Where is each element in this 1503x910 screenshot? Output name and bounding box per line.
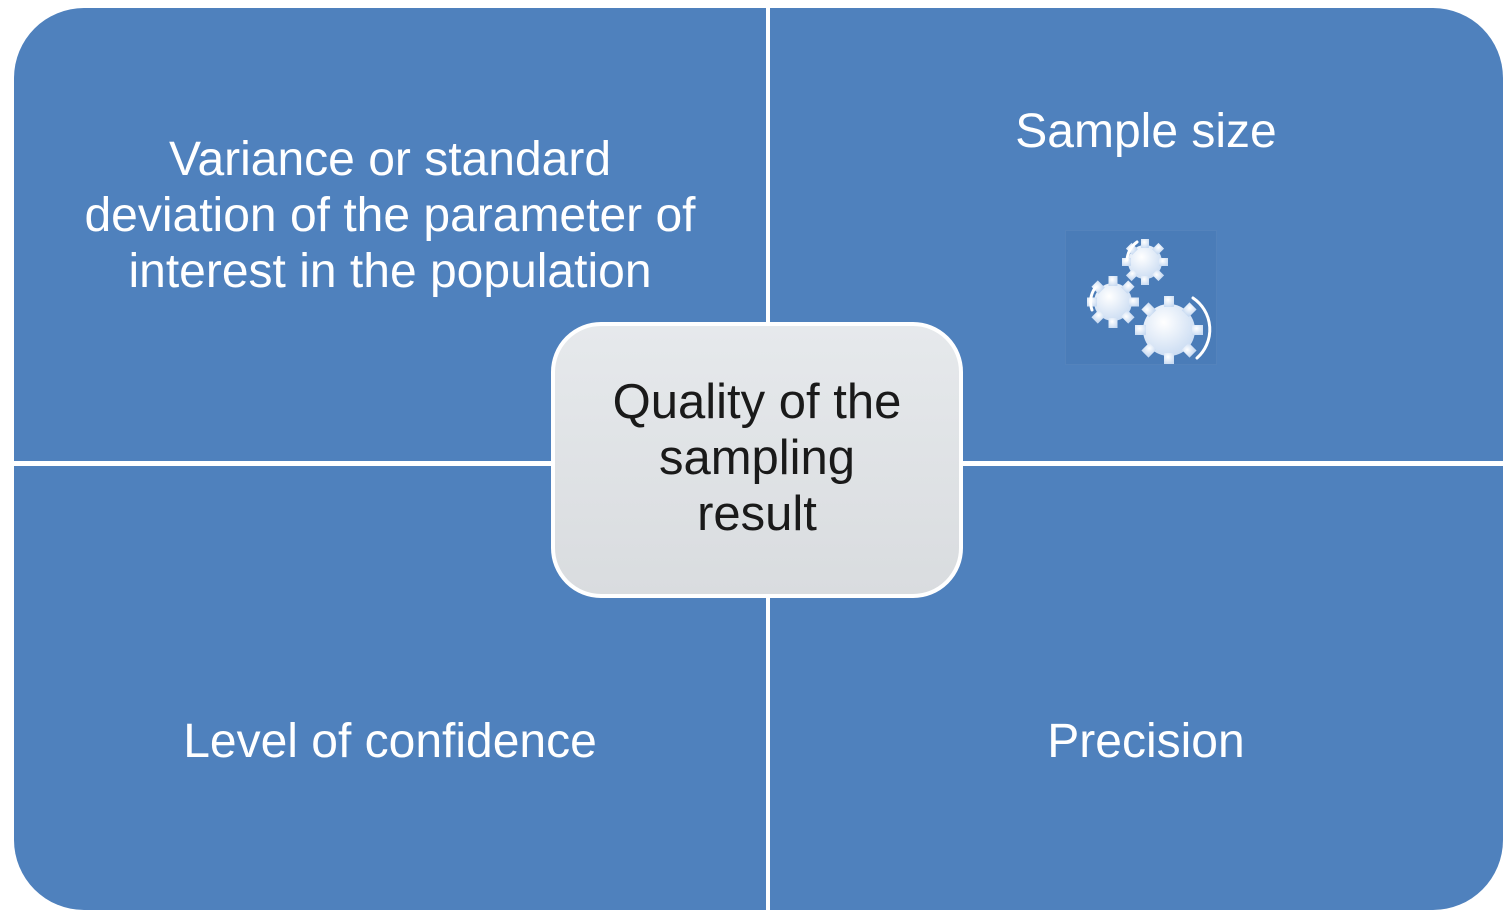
sample-size-label: Sample size [1015,105,1277,158]
variance-label: Variance or standard deviation of the pa… [84,133,696,298]
quadrant-variance: Variance or standard deviation of the pa… [14,8,766,461]
precision-label: Precision [1047,715,1245,768]
gears-icon [1065,230,1217,365]
center-label: Quality of the sampling result [612,375,902,541]
confidence-label: Level of confidence [183,715,597,768]
center-node: Quality of the sampling result [551,322,963,598]
